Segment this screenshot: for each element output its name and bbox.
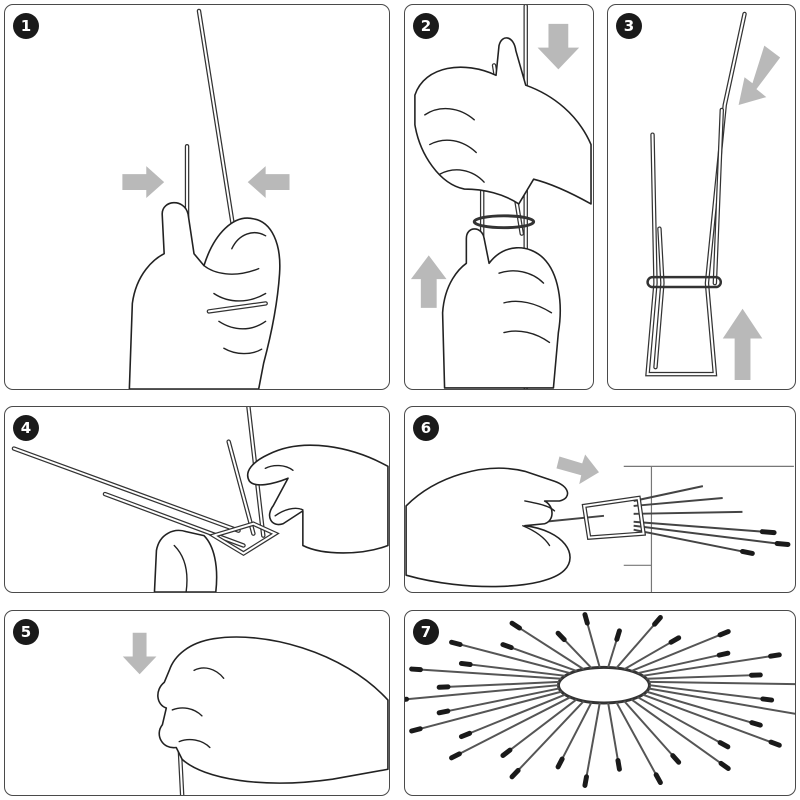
spike [438,687,560,714]
spike [648,680,795,686]
spike [631,630,729,672]
down-arrow-icon [122,632,157,675]
step-7-panel: 7 [404,610,796,796]
step-3-panel: 3 [607,4,796,390]
spike-tip [668,635,682,645]
spike [411,690,562,732]
spike-tip [582,612,590,626]
step-1-panel: 1 [4,4,390,390]
step-3-badge: 3 [616,13,642,39]
step-2-illustration [410,5,592,389]
spike [411,668,562,680]
spike [511,622,585,671]
spike-tip [449,639,463,647]
step-2-badge: 2 [413,13,439,39]
spike-tip [670,753,682,765]
spike-tip [409,726,423,734]
step-1-illustration [122,8,290,389]
spike [642,653,780,677]
spike [642,693,780,747]
spike-tip [749,720,763,728]
spike [583,702,601,786]
spike-tip [458,730,473,740]
spike-tip [717,740,731,750]
push-arrow-icon [556,454,600,485]
spike-tip [555,756,565,770]
down-arrow-icon [738,45,781,105]
spike-tip [653,772,663,786]
spike [511,700,585,778]
step-5-badge: 5 [13,619,39,645]
spike-tip [500,642,514,651]
spike [646,690,761,727]
hand-outline [128,201,281,389]
left-hand-outline [153,529,218,592]
spike-tip [717,629,731,638]
spike-tip [768,652,782,659]
spike [557,701,593,768]
down-arrow-icon [537,23,580,70]
upper-hand-outline [414,37,592,205]
lower-hand-outline [441,228,561,389]
step-1-badge: 1 [13,13,39,39]
step-6-illustration [405,454,794,592]
up-arrow-icon [410,255,447,308]
spike [649,684,772,702]
spike [502,698,578,757]
press-arrow-icon [247,166,290,198]
spike-tip [449,751,462,761]
spike-tip [615,757,622,772]
step-7-badge: 7 [413,619,439,645]
spike [405,684,559,701]
step-6-panel: 6 [404,406,796,593]
step-5-illustration [122,632,389,795]
spike [648,687,795,715]
spike [637,696,729,748]
spike [615,701,662,784]
step-3-illustration [645,11,781,381]
step-4-panel: 4 [4,406,390,593]
spike-tip [555,630,567,643]
step-7-illustration [405,612,795,788]
step-4-illustration [11,407,389,592]
spike-tip [409,666,423,673]
spike-tip [718,760,731,771]
hand-outline [405,467,571,588]
spike-tip [405,696,410,702]
spike [646,673,761,680]
step-6-badge: 6 [413,415,439,441]
right-hand-outline [246,444,389,554]
spike-tip [458,660,473,667]
spike-tip [716,650,731,658]
spike [461,662,566,677]
spike [502,643,577,672]
step-2-panel: 2 [404,4,594,390]
spike [630,698,729,770]
spike-tip [509,767,521,780]
hand-outline [157,636,389,784]
spike [451,696,571,759]
spike-tip [768,739,782,748]
spike [637,652,729,675]
spike [439,680,560,689]
press-arrow-icon [122,166,165,198]
step-5-panel: 5 [4,610,390,796]
spike-tip [614,628,622,642]
spike-tip [760,696,775,703]
spike-tip [500,747,513,758]
spike [451,641,571,675]
spike-tip [436,708,451,716]
spike [623,700,680,763]
step-4-badge: 4 [13,415,39,441]
spike-tip [652,615,663,627]
up-arrow-icon [722,308,763,381]
ring-band [556,665,651,705]
spike-tip [509,620,522,631]
spike [461,693,566,738]
spike-tip [582,774,589,788]
